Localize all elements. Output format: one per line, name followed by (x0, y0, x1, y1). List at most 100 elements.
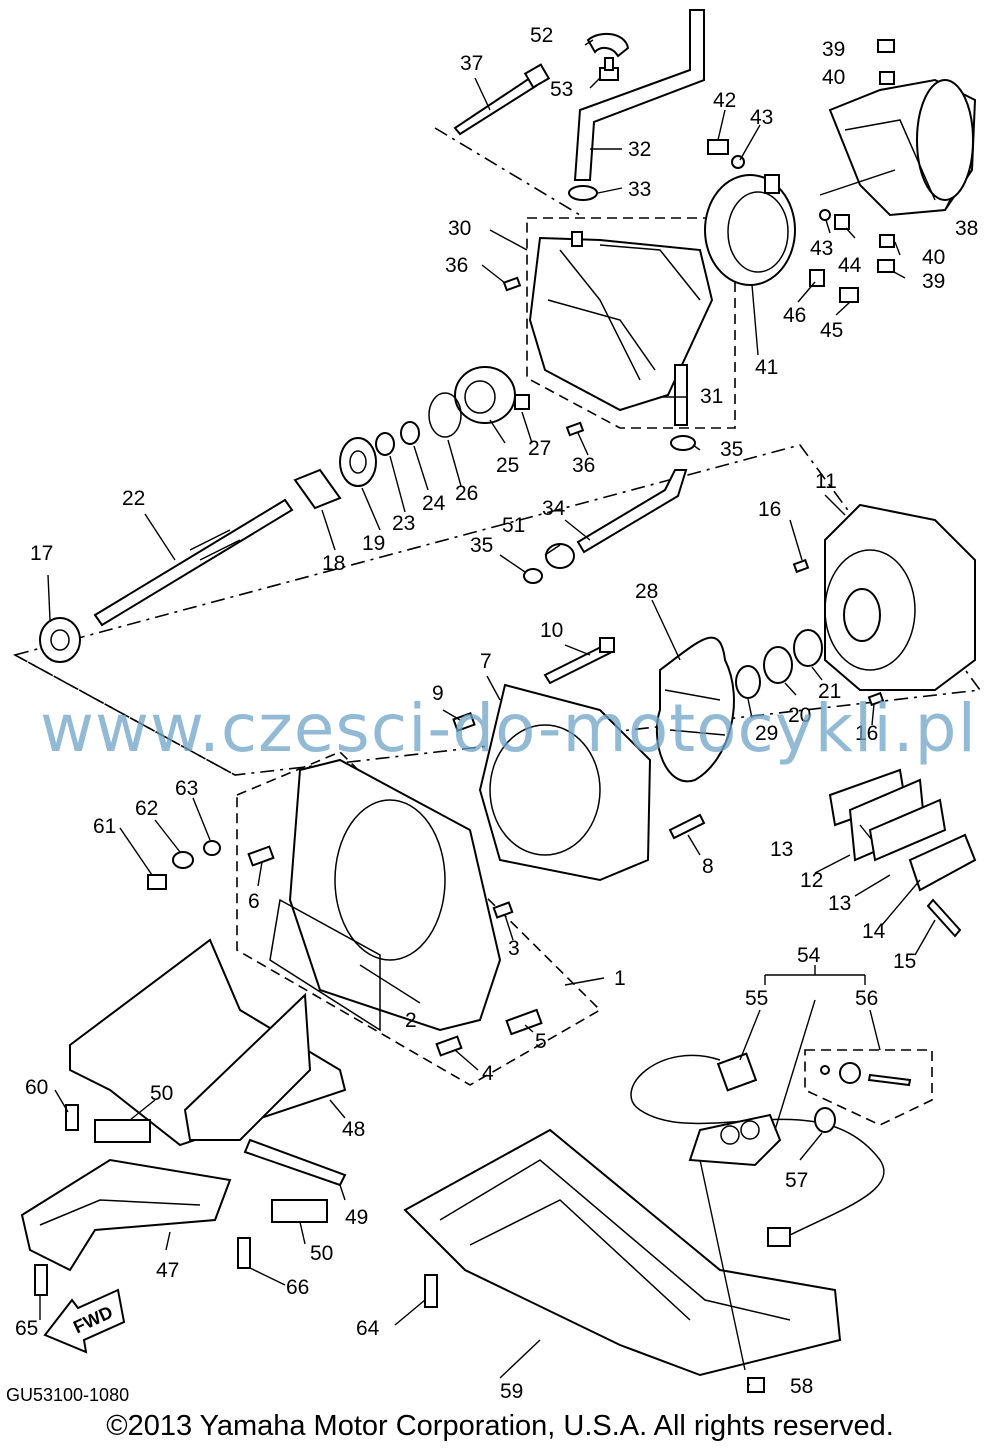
callout-46: 46 (783, 304, 806, 327)
callout-25: 25 (496, 454, 519, 477)
callout-20: 20 (788, 704, 811, 727)
pump-spacer (763, 646, 793, 684)
callout-22: 22 (122, 487, 145, 510)
housing-bolt (668, 813, 706, 840)
callout-42: 42 (713, 89, 736, 112)
nut (147, 874, 167, 890)
callout-63: 63 (175, 777, 198, 800)
stud-3 (492, 901, 514, 919)
callout-7: 7 (480, 650, 492, 673)
callout-13b: 13 (828, 892, 851, 915)
washer-large (172, 851, 194, 869)
callout-47: 47 (156, 1259, 179, 1282)
callout-36a: 36 (445, 254, 468, 277)
watermark-url: www.czesci-do-motocykli.pl (40, 690, 977, 767)
callout-62: 62 (135, 797, 158, 820)
callout-37: 37 (460, 52, 483, 75)
forward-direction-marker: FWD (43, 1288, 126, 1354)
callout-16a: 16 (758, 498, 781, 521)
impeller (655, 636, 735, 783)
callout-17: 17 (30, 542, 53, 565)
intake-gasket (269, 898, 381, 1032)
callout-33: 33 (628, 178, 651, 201)
leader-lines (39, 39, 951, 1386)
drive-shaft (93, 498, 294, 627)
callout-27: 27 (528, 437, 551, 460)
intake-grate-bracket (20, 1158, 232, 1272)
callout-13a: 13 (770, 838, 793, 861)
long-bolt-part (453, 63, 551, 136)
callout-60: 60 (25, 1076, 48, 1099)
callout-44: 44 (838, 254, 862, 277)
bolt-58 (747, 1377, 765, 1393)
callout-38: 38 (955, 217, 978, 240)
jet-pump-housing (824, 503, 976, 691)
hose-clamp-part (586, 32, 630, 81)
grommet-57 (814, 1107, 836, 1133)
callout-4: 4 (482, 1062, 494, 1085)
steering-nozzle-bucket (828, 78, 977, 217)
callout-35b: 35 (470, 534, 493, 557)
bolt-60 (65, 1104, 79, 1131)
callout-18: 18 (322, 552, 345, 575)
ride-plate-strip (243, 1138, 347, 1187)
callout-55: 55 (745, 987, 768, 1010)
long-housing-bolt-head (599, 637, 615, 653)
spacer-sleeve (293, 468, 342, 510)
hose-clamp-lower (523, 568, 543, 584)
callout-21: 21 (818, 680, 841, 703)
callout-30: 30 (448, 217, 471, 240)
ball-bearing (339, 437, 377, 487)
bucket-bolts (877, 39, 895, 273)
callout-24: 24 (422, 492, 446, 515)
ride-plate (403, 1128, 842, 1377)
hose-clamp-upper (670, 435, 696, 451)
sensor-bracket (688, 1113, 782, 1167)
cover-bolt (926, 898, 962, 938)
bolt-66 (237, 1237, 251, 1269)
document-code: GU53100-1080 (6, 1385, 130, 1405)
callout-64: 64 (356, 1317, 380, 1340)
callout-26: 26 (455, 482, 478, 505)
callout-51: 51 (502, 514, 525, 537)
bolt-65 (34, 1264, 48, 1296)
washer-small (203, 840, 221, 856)
callout-29: 29 (755, 722, 778, 745)
callout-56: 56 (855, 987, 878, 1010)
callout-39a: 39 (822, 38, 845, 61)
pump-washer (735, 665, 761, 699)
callout-28: 28 (635, 580, 658, 603)
jet-nozzle-housing (528, 231, 714, 412)
callout-1: 1 (614, 967, 626, 990)
callout-43a: 43 (750, 106, 773, 129)
callout-11: 11 (815, 470, 837, 493)
callout-54: 54 (797, 944, 821, 967)
pump-dowel-upper (792, 558, 810, 574)
callout-34: 34 (542, 497, 566, 520)
shaft-bearing (39, 617, 81, 663)
dowel-pin-upper (502, 276, 522, 292)
pad-lower (271, 1199, 328, 1223)
callout-19: 19 (362, 532, 385, 555)
ride-plate-bracket (69, 938, 347, 1147)
hose-grommet (545, 543, 575, 569)
callout-57: 57 (785, 1169, 808, 1192)
callout-16b: 16 (855, 722, 878, 745)
bolt-axis-line (434, 127, 581, 216)
callout-50a: 50 (150, 1082, 173, 1105)
callout-58: 58 (790, 1375, 813, 1398)
bearing-housing-cap (454, 366, 516, 424)
callout-43b: 43 (810, 237, 833, 260)
gasket-lower (868, 798, 947, 862)
callout-61: 61 (93, 815, 116, 838)
callout-66: 66 (286, 1276, 309, 1299)
collar (375, 432, 395, 456)
pump-seal (793, 629, 823, 667)
callout-6: 6 (248, 890, 260, 913)
callout-59: 59 (500, 1380, 523, 1400)
plate-cover (908, 833, 977, 892)
callout-39b: 39 (922, 270, 945, 293)
pad-upper (94, 1119, 151, 1143)
plug-bolt (514, 394, 530, 410)
